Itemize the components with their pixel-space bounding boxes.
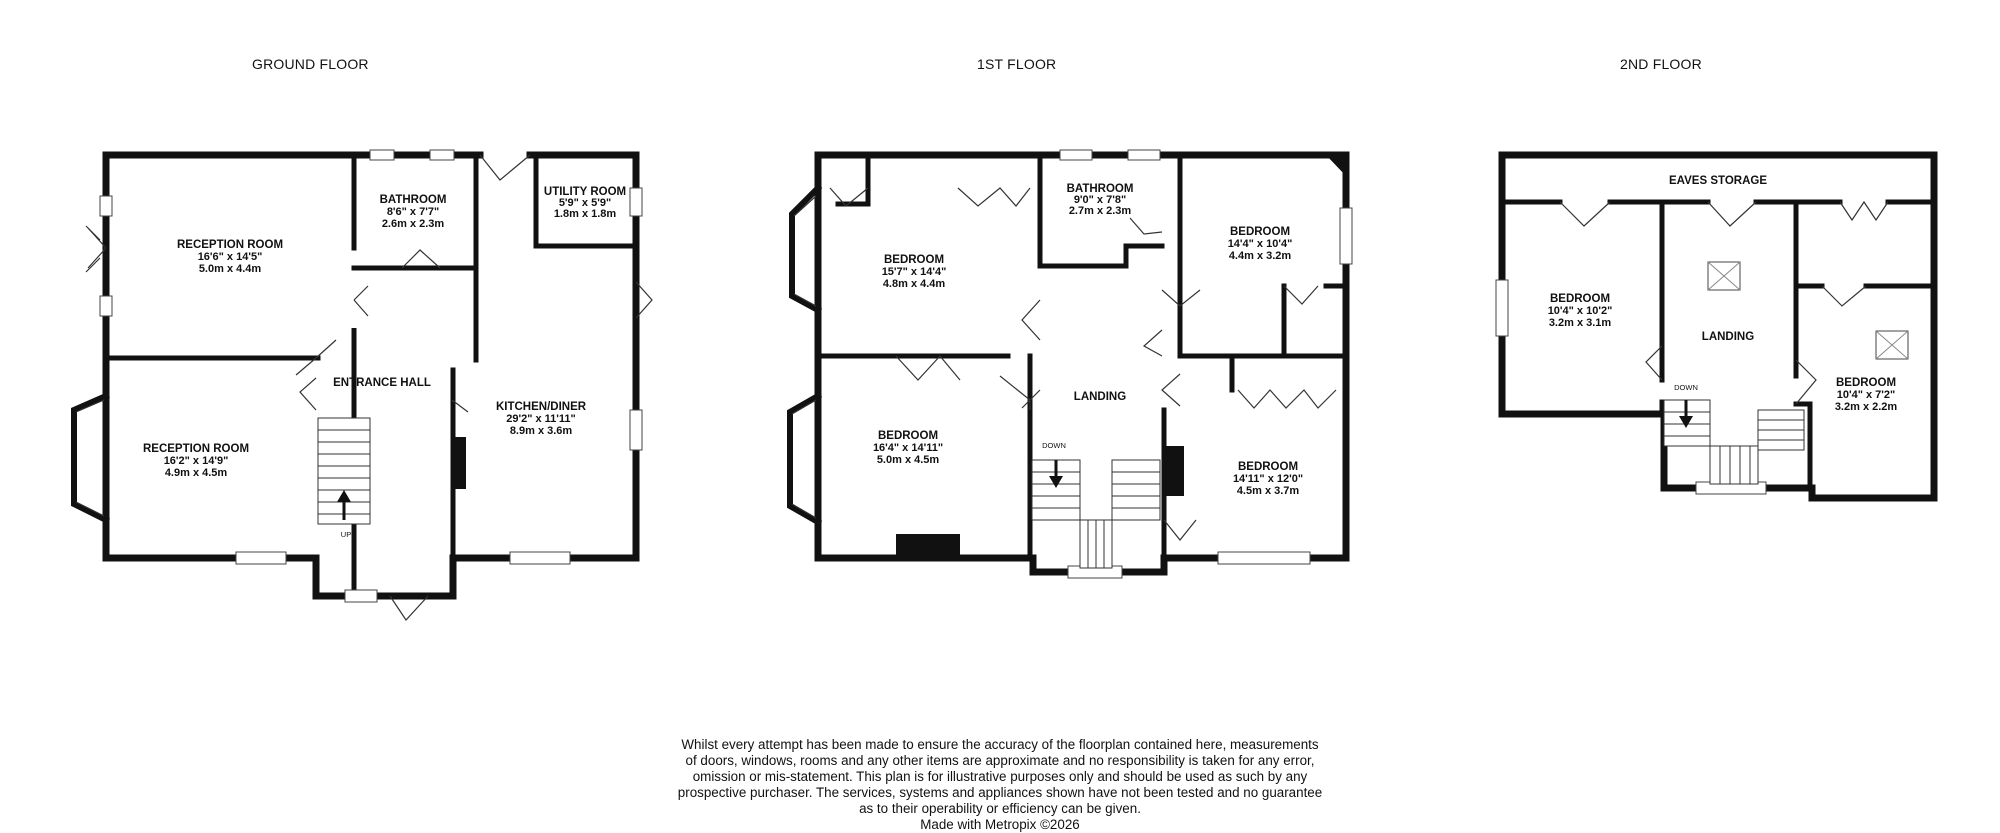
ground-stairs [317, 417, 371, 525]
disclaimer: Whilst every attempt has been made to en… [640, 737, 1360, 833]
g-utility-name: UTILITY ROOM [544, 186, 626, 198]
s-eaves-name: EAVES STORAGE [1669, 175, 1767, 187]
g-hall-name: ENTRANCE HALL [333, 377, 431, 389]
f-bedroom2-metric: 4.4m x 3.2m [1229, 250, 1292, 262]
s-bedroom2-metric: 3.2m x 2.2m [1835, 401, 1898, 413]
f-bathroom-imperial: 9'0" x 7'8" [1074, 194, 1126, 206]
f-bedroom4-name: BEDROOM [1238, 461, 1298, 473]
g-reception1-imperial: 16'6" x 14'5" [198, 251, 263, 263]
g-kitchen-imperial: 29'2" x 11'11" [506, 413, 576, 425]
ground-floor-title: GROUND FLOOR [252, 56, 369, 72]
disclaimer-line: Whilst every attempt has been made to en… [681, 737, 1319, 752]
g-bathroom-name: BATHROOM [380, 194, 447, 206]
fireplace-block [896, 534, 960, 558]
g-bathroom-imperial: 8'6" x 7'7" [387, 206, 439, 218]
first-floor-title: 1ST FLOOR [977, 56, 1057, 72]
skylight [1707, 261, 1741, 291]
g-reception1-metric: 5.0m x 4.4m [199, 263, 262, 275]
f-bedroom4-metric: 4.5m x 3.7m [1237, 485, 1300, 497]
s-bedroom1-name: BEDROOM [1550, 293, 1610, 305]
g-bathroom-metric: 2.6m x 2.3m [382, 218, 445, 230]
g-reception1-name: RECEPTION ROOM [177, 239, 283, 251]
f-bedroom3-metric: 5.0m x 4.5m [877, 454, 940, 466]
g-utility-metric: 1.8m x 1.8m [554, 208, 617, 220]
second-floor-plan: DOWN EAVES STORAGE BEDROOM 10'4" x 10'2"… [1495, 151, 1938, 502]
stairs-up-label: UP [341, 530, 351, 539]
second-floor-title: 2ND FLOOR [1620, 56, 1702, 72]
g-reception2-metric: 4.9m x 4.5m [165, 467, 228, 479]
s-bedroom1-metric: 3.2m x 3.1m [1549, 317, 1612, 329]
f-bedroom2-imperial: 14'4" x 10'4" [1228, 238, 1293, 250]
ground-floor-plan: UP RECEPTION ROOM 16'6" x 14'5" 5.0m x 4… [71, 149, 653, 621]
metropix-credit: Made with Metropix ©2026 [920, 817, 1080, 832]
s-bedroom2-imperial: 10'4" x 7'2" [1837, 389, 1895, 401]
s-landing-name: LANDING [1702, 331, 1754, 343]
g-reception2-imperial: 16'2" x 14'9" [164, 455, 229, 467]
s-bedroom1-imperial: 10'4" x 10'2" [1548, 305, 1613, 317]
disclaimer-line: prospective purchaser. The services, sys… [677, 785, 1323, 800]
f-bedroom1-metric: 4.8m x 4.4m [883, 278, 946, 290]
second-stairs [1663, 399, 1805, 485]
disclaimer-line: as to their operability or efficiency ca… [859, 801, 1141, 816]
first-floor-plan: DOWN BEDROOM 15'7" x 14'4" 4.8m x 4.4m B… [787, 149, 1353, 579]
f-bathroom-metric: 2.7m x 2.3m [1069, 205, 1132, 217]
skylight [1875, 330, 1909, 360]
f-bedroom2-name: BEDROOM [1230, 226, 1290, 238]
g-utility-imperial: 5'9" x 5'9" [559, 197, 611, 209]
chimney-breast [1164, 446, 1184, 496]
f-bedroom1-name: BEDROOM [884, 254, 944, 266]
second-stairs-down-label: DOWN [1674, 383, 1698, 392]
f-bedroom4-imperial: 14'11" x 12'0" [1233, 473, 1303, 485]
disclaimer-line: of doors, windows, rooms and any other i… [685, 753, 1315, 768]
first-stairs-down-label: DOWN [1042, 441, 1066, 450]
disclaimer-line: omission or mis-statement. This plan is … [692, 769, 1308, 784]
g-kitchen-name: KITCHEN/DINER [496, 401, 587, 413]
g-reception2-name: RECEPTION ROOM [143, 443, 249, 455]
chimney-breast [452, 437, 466, 489]
f-bathroom-name: BATHROOM [1067, 183, 1134, 195]
f-bedroom3-imperial: 16'4" x 14'11" [873, 442, 943, 454]
s-bedroom2-name: BEDROOM [1836, 377, 1896, 389]
first-stairs [1031, 459, 1161, 569]
g-kitchen-metric: 8.9m x 3.6m [510, 425, 573, 437]
f-landing-name: LANDING [1074, 391, 1126, 403]
f-bedroom3-name: BEDROOM [878, 430, 938, 442]
f-bedroom1-imperial: 15'7" x 14'4" [882, 266, 947, 278]
